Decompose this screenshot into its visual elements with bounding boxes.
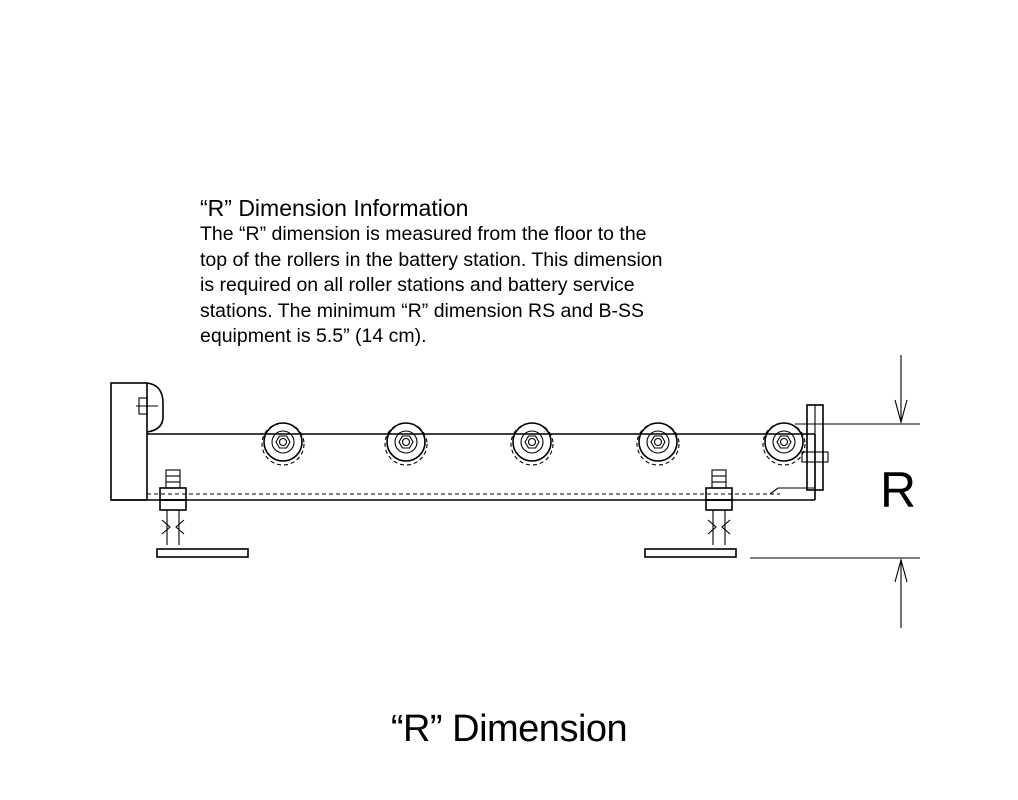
info-line: top of the rollers in the battery statio… [200, 248, 663, 271]
info-line: The “R” dimension is measured from the f… [200, 223, 647, 245]
r-dimension-label: R [880, 462, 917, 518]
rollers [261, 422, 806, 466]
roller [261, 422, 305, 466]
figure-caption: “R” Dimension [390, 708, 628, 750]
roller [636, 422, 680, 466]
end-bracket-left [110, 382, 164, 501]
side-plate-right [801, 404, 829, 491]
leveling-foot-right [644, 469, 737, 558]
info-title: “R” Dimension Information [200, 195, 469, 221]
r-dimension [750, 355, 920, 628]
roller [762, 422, 806, 466]
roller [384, 422, 428, 466]
info-line: equipment is 5.5” (14 cm). [200, 325, 427, 347]
frame [111, 433, 816, 501]
leveling-foot-left [156, 469, 249, 558]
roller [510, 422, 554, 466]
info-line: is required on all roller stations and b… [200, 274, 635, 296]
info-line: stations. The minimum “R” dimension RS a… [200, 299, 644, 322]
info-block: “R” Dimension Information The “R” dimens… [200, 194, 800, 350]
info-body: The “R” dimension is measured from the f… [200, 222, 800, 350]
